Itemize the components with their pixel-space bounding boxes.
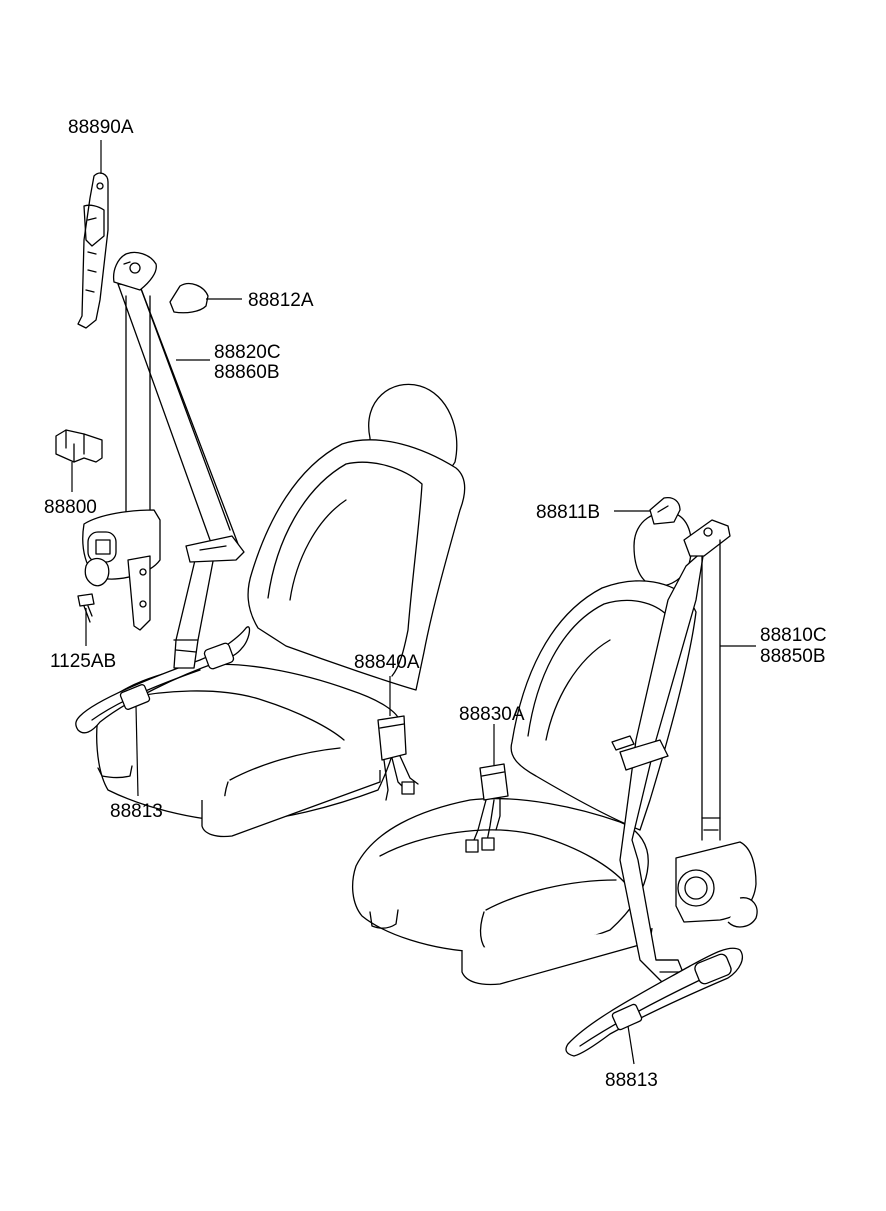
left-seat bbox=[75, 251, 466, 838]
label-88830a: 88830A bbox=[459, 704, 525, 725]
label-88813-right: 88813 bbox=[605, 1070, 658, 1091]
label-88840a: 88840A bbox=[354, 652, 420, 673]
adjuster-rail-88890a bbox=[77, 172, 109, 329]
cover-cap-88811b bbox=[649, 496, 681, 525]
cover-cap-88812a bbox=[169, 282, 209, 314]
bolt-1125ab bbox=[77, 593, 95, 623]
label-88890a: 88890A bbox=[68, 117, 134, 138]
label-1125ab: 1125AB bbox=[50, 651, 116, 672]
buckle-88840a bbox=[377, 715, 419, 801]
label-88820c: 88820C bbox=[214, 342, 281, 363]
label-88860b: 88860B bbox=[214, 362, 280, 383]
label-88813-left: 88813 bbox=[110, 801, 163, 822]
label-88812a: 88812A bbox=[248, 290, 314, 311]
label-88810c: 88810C bbox=[760, 625, 827, 646]
bracket-88800 bbox=[55, 429, 103, 463]
label-88811b: 88811B bbox=[536, 502, 600, 523]
part-labels: 88890A 88812A 88820C 88860B 88800 1125AB… bbox=[44, 117, 827, 1091]
retractor-right bbox=[675, 539, 758, 928]
leader-lines bbox=[71, 140, 756, 1065]
buckle-88830a bbox=[465, 763, 509, 853]
label-88800: 88800 bbox=[44, 497, 97, 518]
label-88850b: 88850B bbox=[760, 646, 826, 667]
right-seat bbox=[351, 511, 743, 1057]
retractor-left bbox=[82, 295, 161, 631]
